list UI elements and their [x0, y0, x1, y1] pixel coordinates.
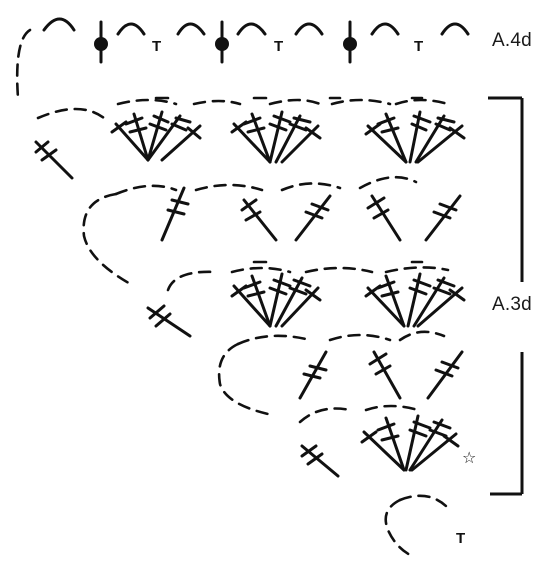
- chain-arc: [294, 22, 324, 36]
- dot-stitch: [343, 37, 357, 51]
- half-treble-symbol: T: [152, 38, 162, 55]
- star-symbol: ☆: [462, 448, 477, 467]
- chain-arc: [42, 17, 76, 32]
- fan-group: [230, 110, 322, 164]
- chain-arc: [370, 22, 400, 36]
- chain-arc: [176, 22, 206, 36]
- chain-dashes: [154, 96, 424, 264]
- stitch-fans: [34, 110, 466, 478]
- chain-arc: [116, 22, 146, 36]
- fan-group: [110, 110, 202, 162]
- fan-group: [364, 272, 466, 328]
- dot-stitch: [215, 37, 229, 51]
- fan-group: [230, 272, 322, 328]
- chain-edges: [15, 28, 452, 558]
- half-treble-symbol: T: [456, 530, 466, 547]
- fan-group: [364, 110, 466, 164]
- label-a4d: A.4d: [492, 30, 532, 51]
- label-a3d: A.3d: [492, 294, 532, 315]
- a4d-row: [42, 17, 470, 64]
- chain-arc: [440, 22, 470, 36]
- chain-arc: [236, 22, 267, 36]
- half-treble-symbol: T: [414, 38, 424, 55]
- fan-group: [360, 414, 460, 472]
- half-treble-symbol: T: [274, 38, 284, 55]
- a3d-bracket: [488, 96, 524, 496]
- dot-stitch: [94, 37, 108, 51]
